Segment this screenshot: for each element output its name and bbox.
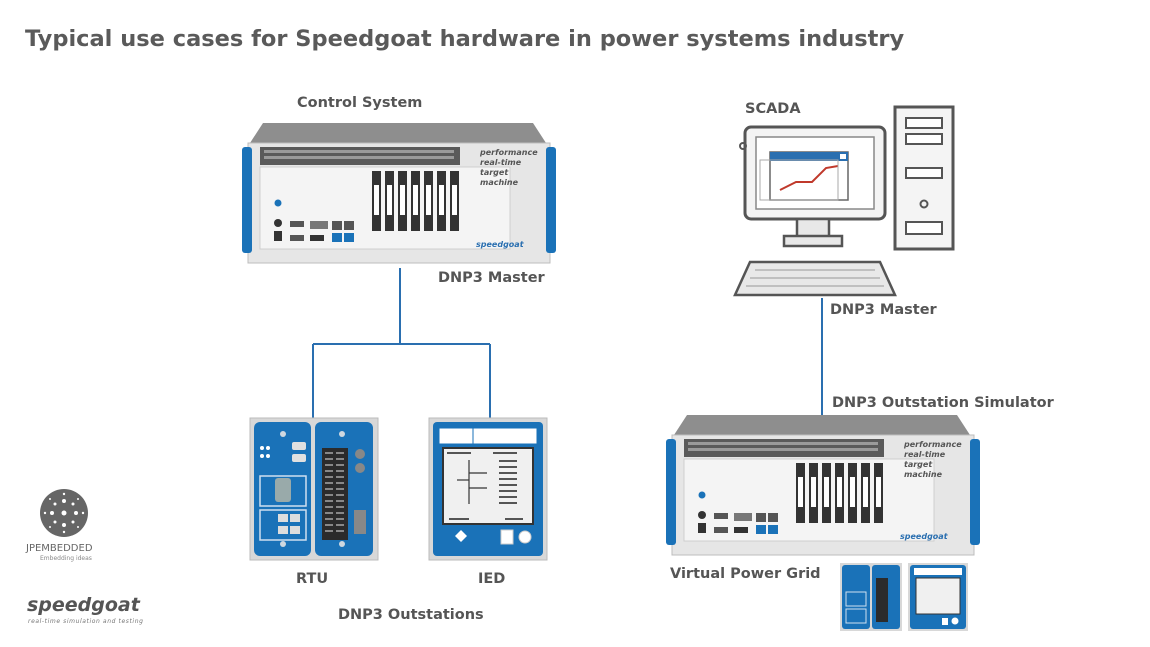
jpembedded-logo-text: JPEMBEDDED — [26, 543, 93, 554]
rack-text-2: real-time — [480, 158, 522, 167]
label-dnp3-outstations: DNP3 Outstations — [338, 607, 484, 623]
rack-text-4: machine — [480, 178, 519, 187]
ied-device-icon — [428, 417, 548, 561]
label-ied: IED — [478, 571, 506, 587]
sim-rack-brand: speedgoat — [900, 532, 949, 541]
label-dnp3-master-left: DNP3 Master — [438, 270, 545, 286]
sim-rack-text-2: real-time — [904, 450, 946, 459]
rtu-device-icon — [249, 417, 379, 561]
jpembedded-logo-icon — [40, 489, 88, 537]
label-scada: SCADA — [745, 101, 801, 117]
sim-rack-text-1: performance — [903, 440, 962, 449]
control-system-rack: performance real-time target machine spe… — [242, 123, 556, 264]
jpembedded-tagline: Embedding ideas — [40, 555, 92, 562]
speedgoat-tagline: real-time simulation and testing — [28, 618, 144, 625]
sim-rack-text-4: machine — [904, 470, 943, 479]
label-rtu: RTU — [296, 571, 329, 587]
label-virtual-power-grid: Virtual Power Grid — [670, 566, 821, 582]
rack-brand: speedgoat — [476, 240, 525, 249]
page-title: Typical use cases for Speedgoat hardware… — [25, 26, 905, 52]
speedgoat-logo: speedgoat — [27, 594, 140, 616]
virtual-grid-mini-devices — [840, 563, 968, 631]
rack-text-1: performance — [479, 148, 538, 157]
label-control-system: Control System — [297, 95, 423, 111]
outstation-simulator-rack: performance real-time target machine spe… — [666, 415, 980, 556]
label-dnp3-master-right: DNP3 Master — [830, 302, 937, 318]
label-outstation-simulator: DNP3 Outstation Simulator — [832, 395, 1054, 411]
scada-workstation-icon — [733, 105, 955, 297]
sim-rack-text-3: target — [904, 460, 933, 469]
rack-text-3: target — [480, 168, 509, 177]
connection-lines — [312, 268, 823, 420]
